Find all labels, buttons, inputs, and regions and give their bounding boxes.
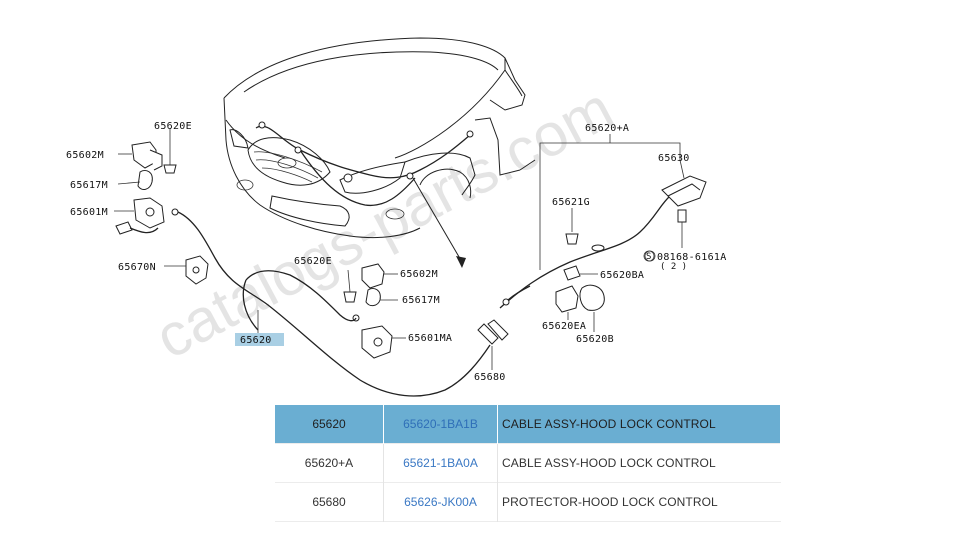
table-row[interactable]: 65620 65620-1BA1B CABLE ASSY-HOOD LOCK C… bbox=[275, 405, 781, 444]
callouts: 65620E 65602M 65617M 65601M 65670N 65620… bbox=[66, 121, 727, 383]
callout-65620E-left: 65620E bbox=[154, 121, 192, 132]
callout-65601MA: 65601MA bbox=[408, 333, 452, 344]
callout-s-mark: S bbox=[646, 252, 651, 262]
part-description-cell: PROTECTOR-HOOD LOCK CONTROL bbox=[502, 495, 718, 509]
callout-08168-qty: ( 2 ) bbox=[660, 262, 687, 272]
part-ref-cell: 65680 bbox=[275, 482, 384, 522]
middle-hood-lock-assembly bbox=[343, 263, 406, 359]
part-ref-cell: 65620 bbox=[275, 405, 384, 444]
callout-65670N: 65670N bbox=[118, 262, 156, 273]
callout-65680: 65680 bbox=[474, 372, 506, 383]
callout-65620EA: 65620EA bbox=[542, 321, 586, 332]
callout-65617M-mid: 65617M bbox=[402, 295, 440, 306]
s-circle-icon bbox=[643, 250, 655, 262]
parts-diagram: catalogs-parts.com bbox=[66, 37, 727, 397]
callout-65602M-left: 65602M bbox=[66, 150, 104, 161]
part-description-cell: CABLE ASSY-HOOD LOCK CONTROL bbox=[497, 405, 781, 444]
callout-08168-6161A: 08168-6161A bbox=[657, 252, 727, 263]
protector-65680 bbox=[477, 319, 509, 370]
right-release-handle-assembly bbox=[499, 134, 707, 332]
callout-65621G: 65621G bbox=[552, 197, 590, 208]
part-description-cell: CABLE ASSY-HOOD LOCK CONTROL bbox=[502, 456, 716, 470]
part-number-link[interactable]: 65626-JK00A bbox=[383, 482, 498, 522]
part-ref-cell: 65620+A bbox=[275, 443, 384, 483]
hood-lock-cable-65620 bbox=[177, 211, 491, 397]
callout-65601M: 65601M bbox=[70, 207, 108, 218]
callout-65620B: 65620B bbox=[576, 334, 614, 345]
callout-65617M-left: 65617M bbox=[70, 180, 108, 191]
callout-65602M-mid: 65602M bbox=[400, 269, 438, 280]
car-front-illustration bbox=[223, 37, 536, 268]
callout-65620BA: 65620BA bbox=[600, 270, 644, 281]
callout-65620-highlighted[interactable]: 65620 bbox=[240, 335, 272, 346]
callout-65630: 65630 bbox=[658, 153, 690, 164]
table-row[interactable]: 65680 65626-JK00A PROTECTOR-HOOD LOCK CO… bbox=[275, 482, 781, 522]
left-hood-lock-assembly bbox=[114, 128, 209, 285]
callout-65620E-mid: 65620E bbox=[294, 256, 332, 267]
table-row[interactable]: 65620+A 65621-1BA0A CABLE ASSY-HOOD LOCK… bbox=[275, 443, 781, 483]
part-number-link[interactable]: 65620-1BA1B bbox=[383, 405, 498, 444]
callout-highlight bbox=[235, 333, 284, 346]
callout-65620A: 65620+A bbox=[585, 123, 629, 134]
parts-table: 65620 65620-1BA1B CABLE ASSY-HOOD LOCK C… bbox=[275, 405, 781, 522]
part-number-link[interactable]: 65621-1BA0A bbox=[383, 443, 498, 483]
